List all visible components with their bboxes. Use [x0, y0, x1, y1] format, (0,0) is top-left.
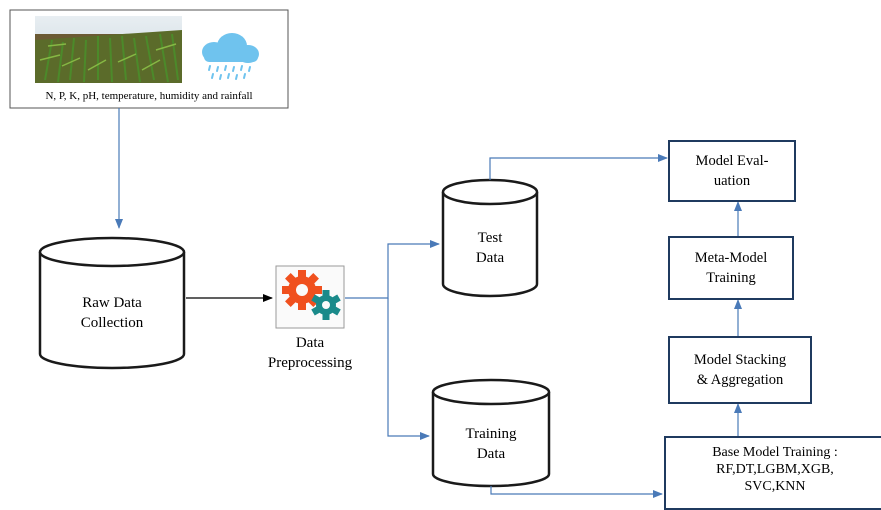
meta-model-training-box: Meta-Model Training [668, 236, 794, 300]
arrow-test-to-evaluation [489, 154, 668, 180]
base-model-training-box: Base Model Training : RF,DT,LGBM,XGB, SV… [664, 436, 881, 510]
connectors [115, 108, 742, 498]
test-data-label: Test Data [475, 230, 505, 266]
base-model-training-label: Base Model Training : RF,DT,LGBM,XGB, SV… [712, 445, 838, 494]
training-data-cylinder [431, 378, 551, 488]
raw-data-cylinder [38, 236, 186, 370]
input-caption: N, P, K, pH, temperature, humidity and r… [45, 90, 253, 102]
model-stacking-label: Model Stacking & Aggregation [693, 352, 787, 388]
test-data-cylinder [441, 178, 539, 298]
model-evaluation-label: Model Eval- uation [695, 153, 769, 189]
arrow-preprocess-to-training [387, 298, 430, 440]
rain-cloud-icon [202, 33, 259, 80]
input-features-panel [9, 9, 289, 109]
crop-field-image [35, 16, 182, 83]
arrow-training-to-base [490, 486, 663, 498]
model-evaluation-box: Model Eval- uation [668, 140, 796, 202]
raw-data-label: Raw Data Collection [80, 295, 144, 331]
arrow-preprocess-to-test [345, 240, 440, 299]
preprocessing-label: Data Preprocessing [267, 335, 353, 371]
model-stacking-box: Model Stacking & Aggregation [668, 336, 812, 404]
gear-icon [275, 265, 345, 329]
meta-model-training-label: Meta-Model Training [694, 250, 768, 286]
training-data-label: Training Data [465, 426, 517, 462]
